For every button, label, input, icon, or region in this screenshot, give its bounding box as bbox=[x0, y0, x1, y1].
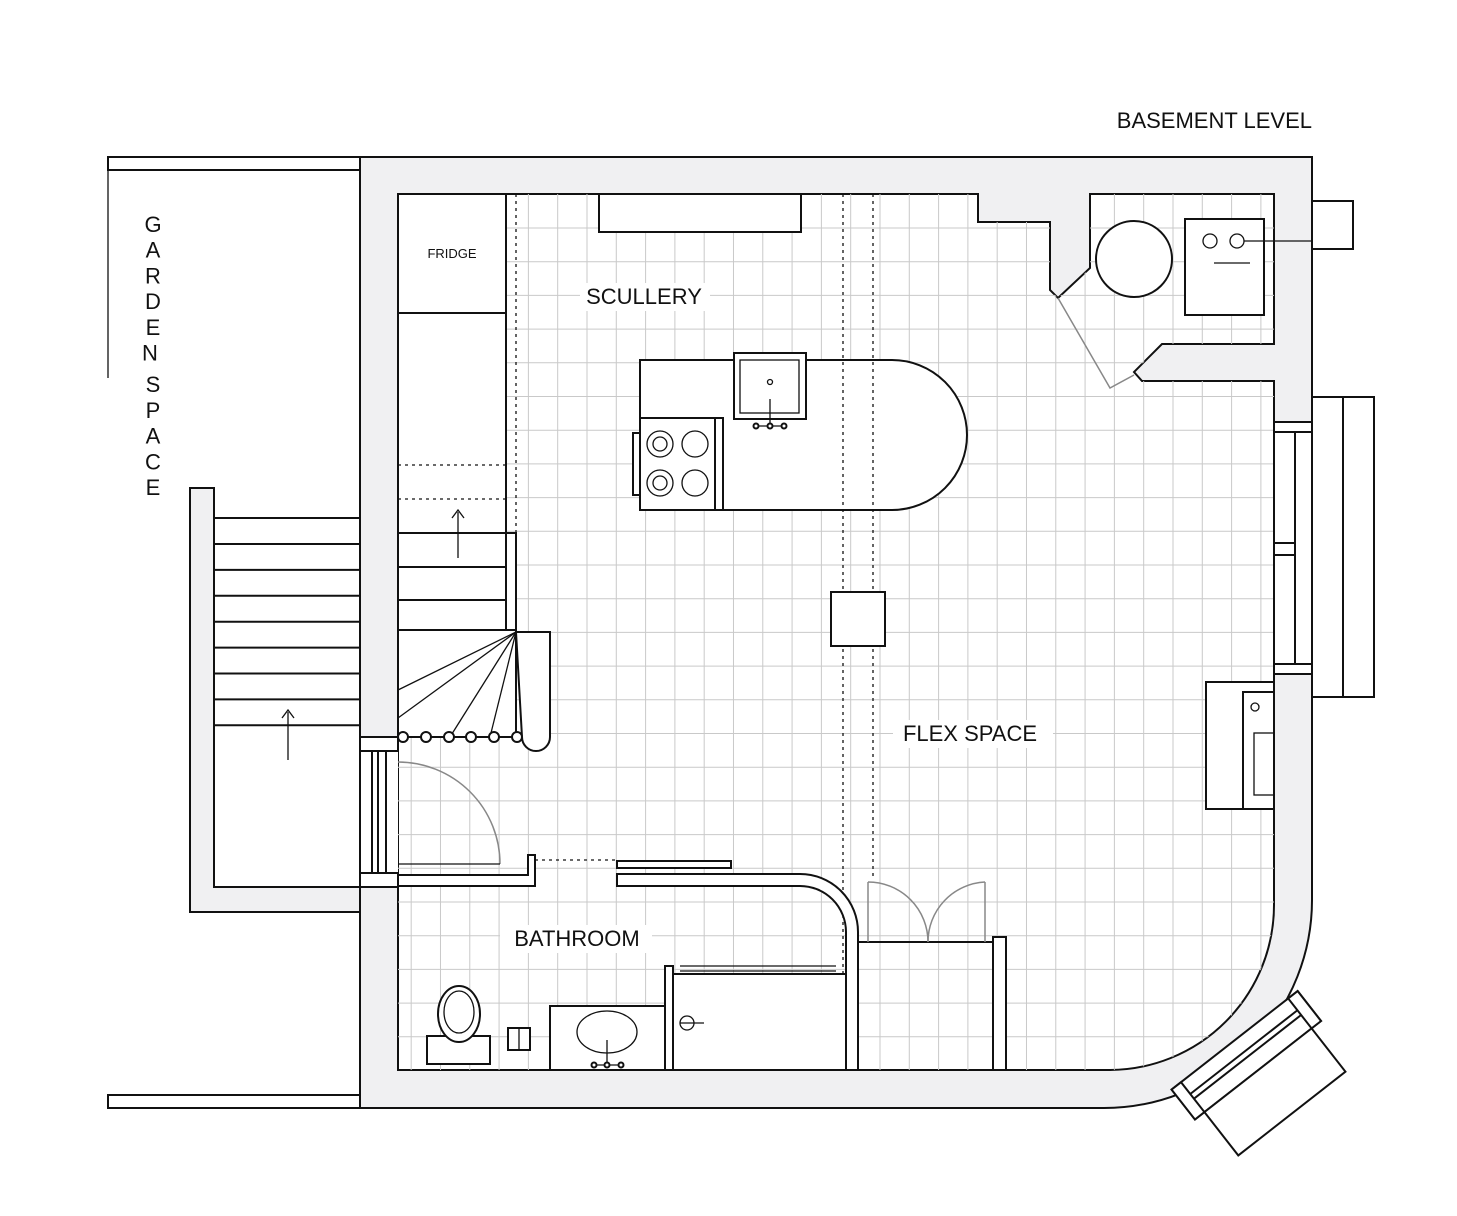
room-label-flex-space: FLEX SPACE bbox=[903, 721, 1037, 746]
room-label-scullery: SCULLERY bbox=[586, 284, 702, 309]
baluster bbox=[397, 731, 409, 743]
water-heater bbox=[1095, 220, 1173, 298]
baluster bbox=[443, 731, 455, 743]
interior-stairs bbox=[397, 508, 551, 752]
room-label-bathroom: BATHROOM bbox=[514, 926, 639, 951]
baluster bbox=[511, 731, 523, 743]
bay-window bbox=[1170, 989, 1347, 1157]
wall-cabinet bbox=[598, 193, 802, 233]
closet bbox=[858, 881, 1007, 1071]
fridge bbox=[397, 193, 507, 314]
plan-title: BASEMENT LEVEL bbox=[1117, 108, 1312, 133]
baluster bbox=[488, 731, 500, 743]
laundry-unit bbox=[1205, 681, 1275, 810]
garden-door[interactable] bbox=[359, 736, 501, 888]
bathroom-partition bbox=[397, 854, 859, 1071]
bathtub bbox=[672, 973, 847, 1071]
exterior-stairs bbox=[213, 517, 361, 888]
baluster bbox=[465, 731, 477, 743]
up-arrow-icon bbox=[281, 708, 295, 719]
kitchen-island bbox=[632, 352, 968, 511]
utility-room bbox=[1057, 200, 1354, 390]
utility-door-swing bbox=[1057, 297, 1135, 390]
fridge-label: FRIDGE bbox=[427, 246, 476, 261]
right-window bbox=[1273, 396, 1375, 698]
baluster bbox=[420, 731, 432, 743]
column bbox=[830, 591, 886, 647]
cooktop bbox=[632, 417, 724, 511]
up-arrow-icon bbox=[451, 508, 465, 519]
furnace bbox=[1184, 218, 1265, 316]
